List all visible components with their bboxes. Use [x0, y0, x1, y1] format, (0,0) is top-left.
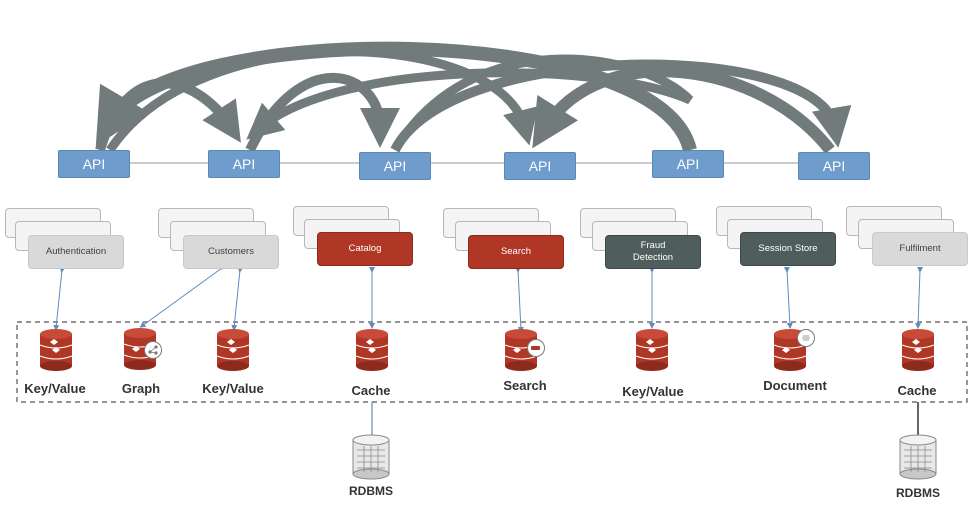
api-call-arrow	[246, 54, 694, 153]
api-call-arrow	[532, 65, 835, 154]
datastore-label: Cache	[897, 383, 937, 398]
datastore-label: Key/Value	[202, 381, 264, 396]
database-icon	[635, 329, 669, 371]
datastore-label: Graph	[121, 381, 161, 396]
service-catalog[interactable]: Catalog	[317, 232, 413, 266]
service-session-store[interactable]: Session Store	[740, 232, 836, 266]
database-icon	[355, 329, 389, 371]
api-box[interactable]: API	[798, 152, 870, 180]
service-connector	[231, 266, 244, 331]
service-connector	[783, 266, 793, 329]
datastore-container	[16, 321, 968, 403]
api-box[interactable]: API	[359, 152, 431, 180]
service-search[interactable]: Search	[468, 235, 564, 269]
datastore-label: Cache	[351, 383, 391, 398]
rdbms-label: RDBMS	[896, 486, 940, 500]
service-customers[interactable]: Customers	[183, 235, 279, 269]
api-box[interactable]: API	[58, 150, 130, 178]
service-fulfilment[interactable]: Fulfilment	[872, 232, 968, 266]
search-icon	[527, 339, 545, 357]
service-connector	[53, 266, 66, 331]
api-box[interactable]: API	[652, 150, 724, 178]
rdbms-icon	[352, 434, 390, 480]
database-icon	[216, 329, 250, 371]
datastore-label: Search	[503, 378, 547, 393]
service-connector	[915, 266, 924, 329]
datastore-label: Key/Value	[622, 384, 684, 399]
service-authentication[interactable]: Authentication	[28, 235, 124, 269]
document-icon	[797, 329, 815, 347]
database-icon	[901, 329, 935, 371]
datastore-label: Document	[763, 378, 827, 393]
api-call-arrow	[390, 59, 852, 153]
api-box[interactable]: API	[504, 152, 576, 180]
database-icon	[39, 329, 73, 371]
graph-icon	[144, 341, 162, 359]
api-box[interactable]: API	[208, 150, 280, 178]
rdbms-label: RDBMS	[349, 484, 393, 498]
service-connector	[139, 263, 227, 328]
rdbms-icon	[899, 434, 937, 480]
datastore-label: Key/Value	[24, 381, 86, 396]
api-call-arrow	[95, 78, 241, 152]
service-fraud-detection[interactable]: Fraud Detection	[605, 235, 701, 269]
api-call-arrow	[106, 47, 538, 153]
service-connector	[514, 266, 524, 333]
